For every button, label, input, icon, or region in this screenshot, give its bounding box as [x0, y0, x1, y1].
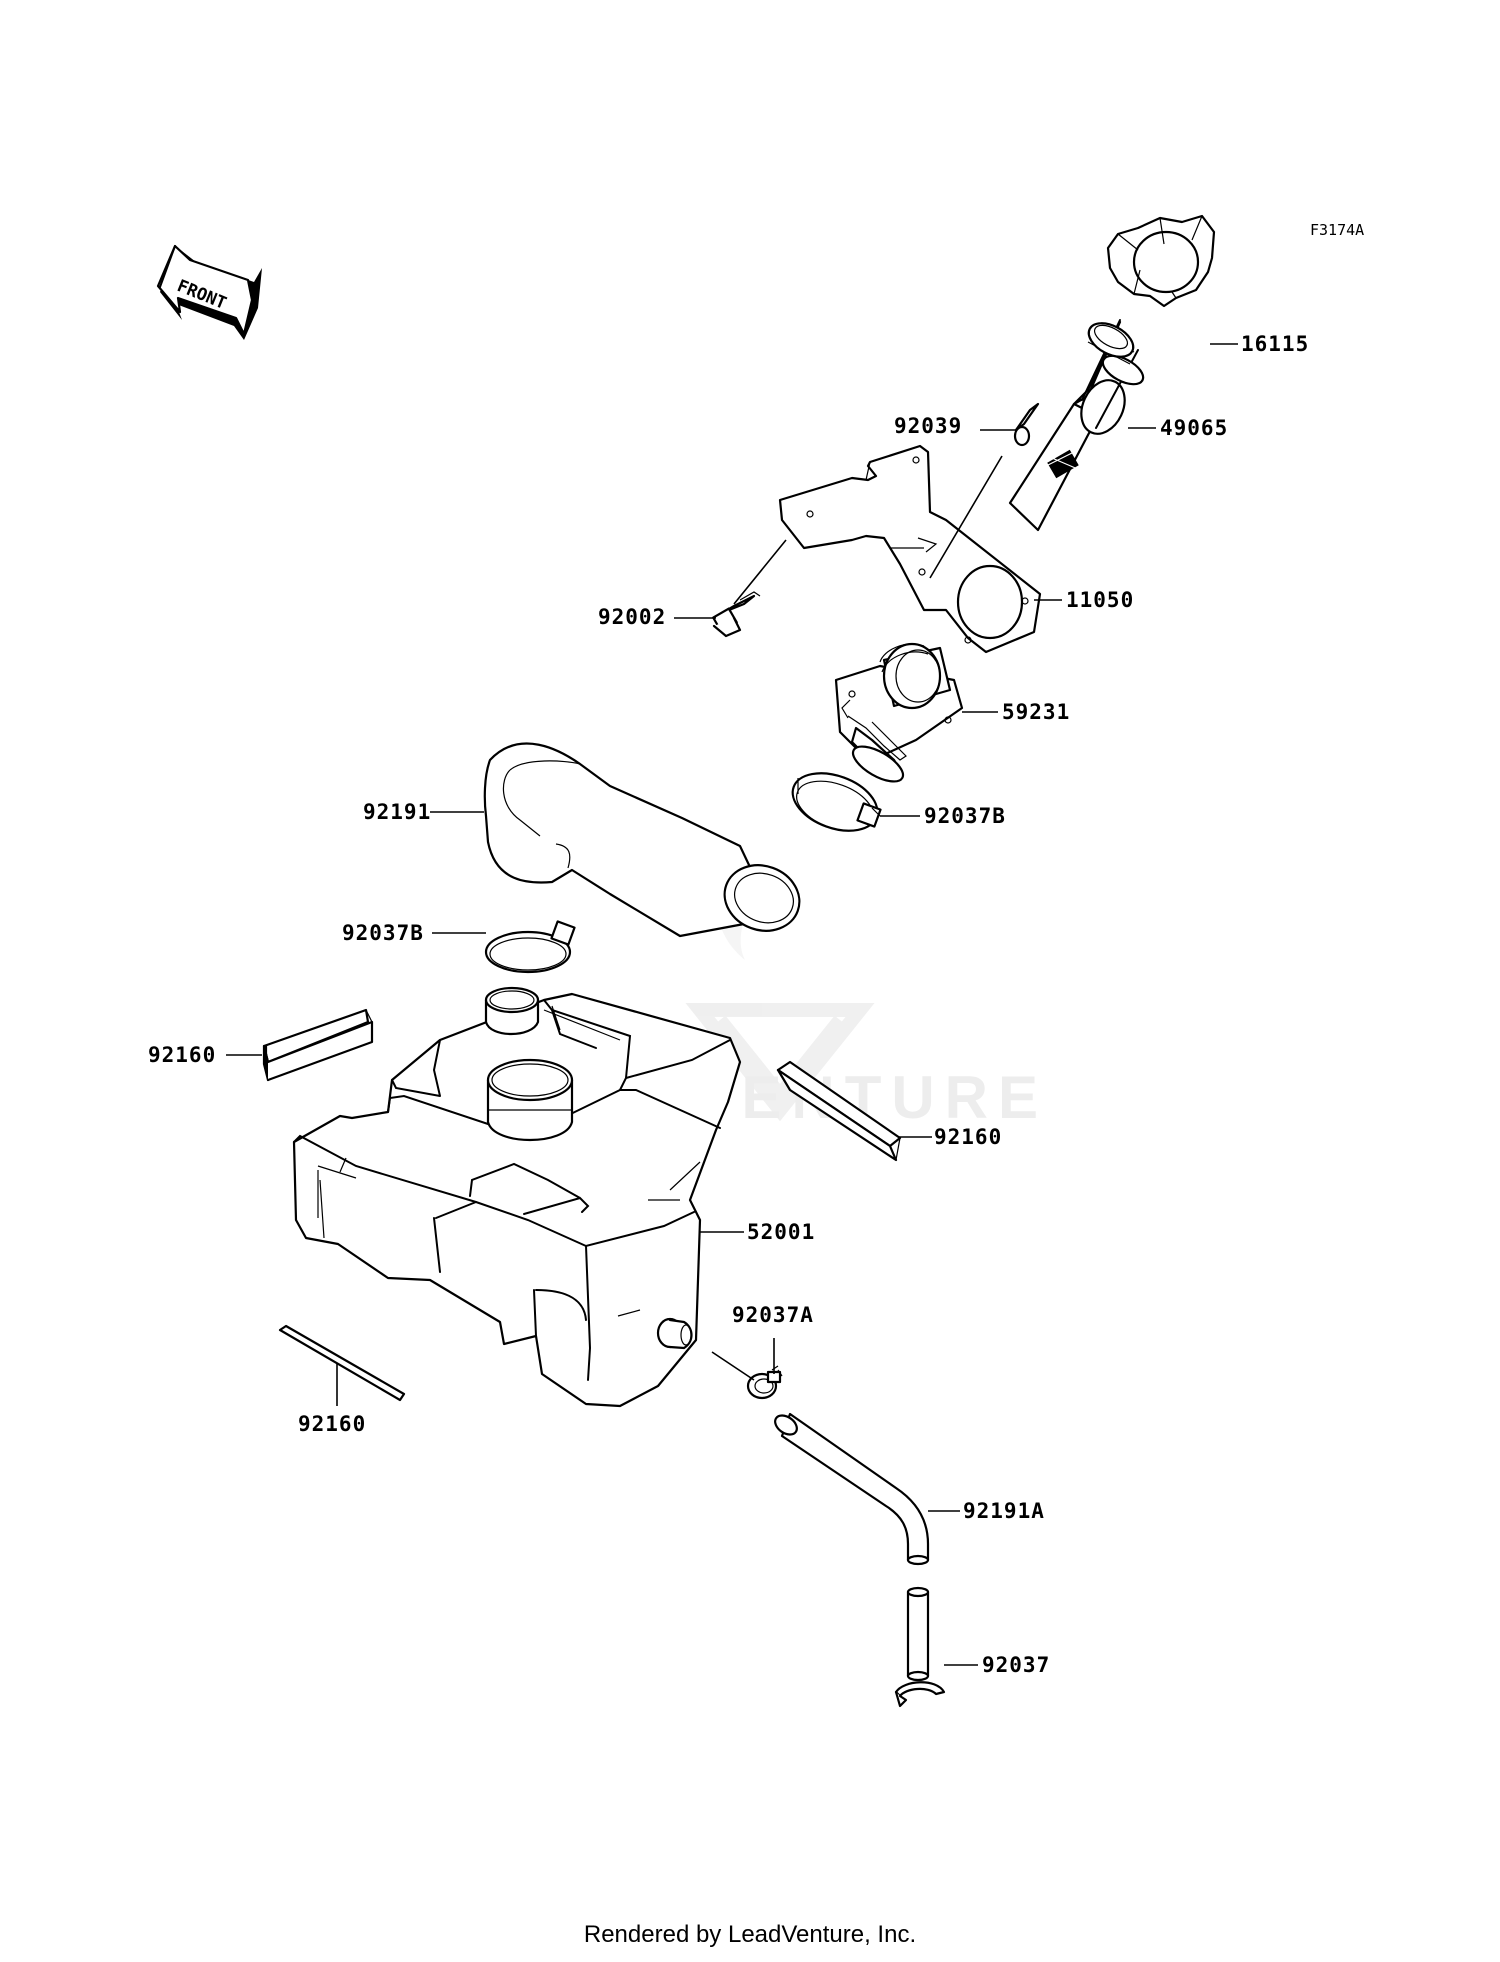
- callout-92160-bottom: 92160: [298, 1412, 366, 1436]
- callout-59231: 59231: [1002, 700, 1070, 724]
- clip-92039: [1013, 402, 1040, 447]
- callout-92191a: 92191A: [963, 1499, 1045, 1523]
- callout-92037b-upper: 92037B: [924, 804, 1006, 828]
- hose-92191: [483, 742, 801, 938]
- pad-92160-left: [262, 1008, 374, 1082]
- clamp-92037a: [746, 1365, 783, 1400]
- diagram-code: F3174A: [1310, 221, 1364, 239]
- callout-92037: 92037: [982, 1653, 1050, 1677]
- fuel-tank-52001: [292, 986, 742, 1408]
- pad-92160-right: [776, 1060, 902, 1162]
- callout-92037a: 92037A: [732, 1303, 814, 1327]
- fuel-cap-16115: [1106, 214, 1216, 308]
- mesh-pattern: [1044, 449, 1081, 479]
- callout-92002: 92002: [598, 605, 666, 629]
- bracket-11050: [778, 444, 1042, 654]
- hose-92191a: [774, 1412, 930, 1682]
- footer-credit: Rendered by LeadVenture, Inc.: [584, 1921, 916, 1948]
- callout-92160-left: 92160: [148, 1043, 216, 1067]
- callout-52001: 52001: [747, 1220, 815, 1244]
- callout-92191: 92191: [363, 800, 431, 824]
- leader-lines: [226, 343, 1238, 1666]
- callout-92160-right: 92160: [934, 1125, 1002, 1149]
- clamp-92037b-upper: [791, 772, 882, 832]
- callout-92039: 92039: [894, 414, 962, 438]
- front-arrow-icon: FRONT: [156, 244, 262, 340]
- bolt-92002: [712, 591, 761, 638]
- strainer-49065: [1008, 319, 1145, 532]
- filler-neck-59231: [834, 642, 964, 783]
- callout-11050: 11050: [1066, 588, 1134, 612]
- clamp-92037: [894, 1681, 946, 1708]
- clamp-92037b-lower: [484, 920, 576, 974]
- callout-16115: 16115: [1241, 332, 1309, 356]
- callout-92037b-lower: 92037B: [342, 921, 424, 945]
- callout-49065: 49065: [1160, 416, 1228, 440]
- strip-92160-bottom: [278, 1324, 406, 1402]
